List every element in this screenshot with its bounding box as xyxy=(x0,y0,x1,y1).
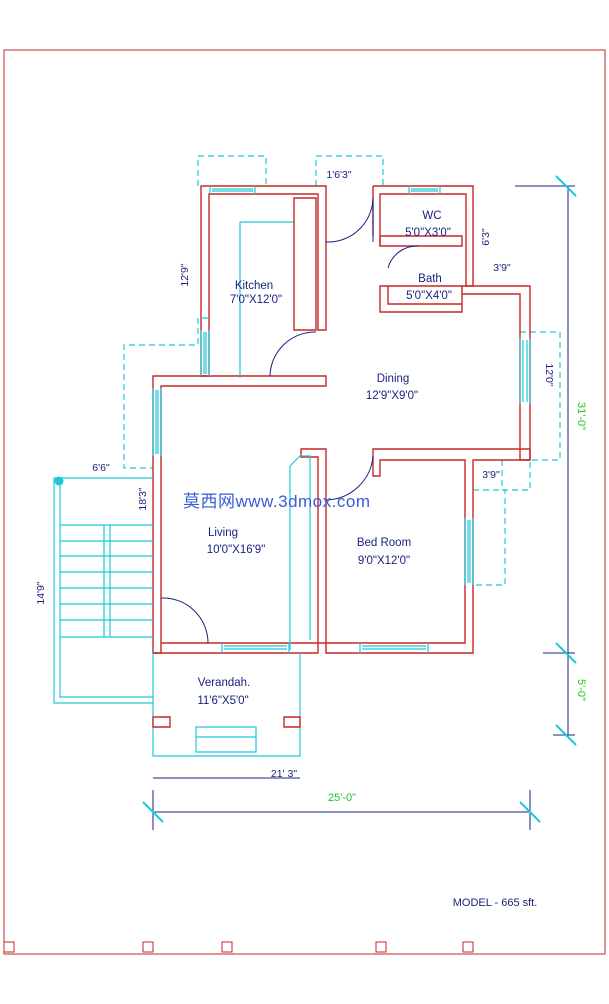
dim-bath-offset: 3'9" xyxy=(493,262,511,274)
dim-total-width: 25'-0" xyxy=(328,792,356,804)
room-name-bedroom: Bed Room xyxy=(357,537,411,549)
room-size-bedroom: 9'0"X12'0" xyxy=(358,555,410,567)
model-label: MODEL - 665 sft. xyxy=(453,897,538,909)
room-name-bath: Bath xyxy=(418,273,442,285)
sheet-border xyxy=(3,49,606,955)
kitchen-counters xyxy=(239,197,317,378)
dim-front-width: 21' 3" xyxy=(271,768,297,780)
dimension-ticks xyxy=(142,175,577,823)
living-details xyxy=(289,455,311,650)
dashed-projections xyxy=(123,155,561,586)
dim-top-projection: 1'6'3" xyxy=(326,169,352,181)
verandah-structure xyxy=(152,653,301,757)
room-size-bath: 5'0"X4'0" xyxy=(406,290,452,302)
watermark: 莫西网www.3dmox.com xyxy=(183,492,370,511)
staircase xyxy=(53,477,153,704)
door-swings xyxy=(160,197,419,644)
dim-stair-length: 14'9" xyxy=(35,581,47,605)
windows xyxy=(152,186,531,653)
dim-wc-height: 6'3" xyxy=(480,228,492,246)
stair-node xyxy=(54,476,64,486)
dim-stair-landing: 6'6" xyxy=(92,462,110,474)
dim-right-total: 31'-0" xyxy=(575,402,587,430)
dim-right-lower: 5'-0" xyxy=(575,679,587,701)
room-name-dining: Dining xyxy=(377,373,410,385)
room-name-wc: WC xyxy=(422,210,441,222)
frame-markers xyxy=(3,941,474,953)
room-size-wc: 5'0"X3'0" xyxy=(405,227,451,239)
dim-living-side: 18'3" xyxy=(137,487,149,511)
room-size-dining: 12'9"X9'0" xyxy=(366,390,418,402)
room-size-living: 10'0"X16'9" xyxy=(207,544,266,556)
dim-bedroom-offset: 3'9" xyxy=(482,469,500,481)
room-size-kitchen: 7'0"X12'0" xyxy=(230,294,282,306)
room-name-verandah: Verandah. xyxy=(198,677,250,689)
room-name-living: Living xyxy=(208,527,238,539)
room-name-kitchen: Kitchen xyxy=(235,280,273,292)
dim-dining-window: 12'0" xyxy=(543,363,555,387)
room-size-verandah: 11'6"X5'0" xyxy=(197,695,248,707)
dim-kitchen-height: 12'9" xyxy=(179,263,191,287)
